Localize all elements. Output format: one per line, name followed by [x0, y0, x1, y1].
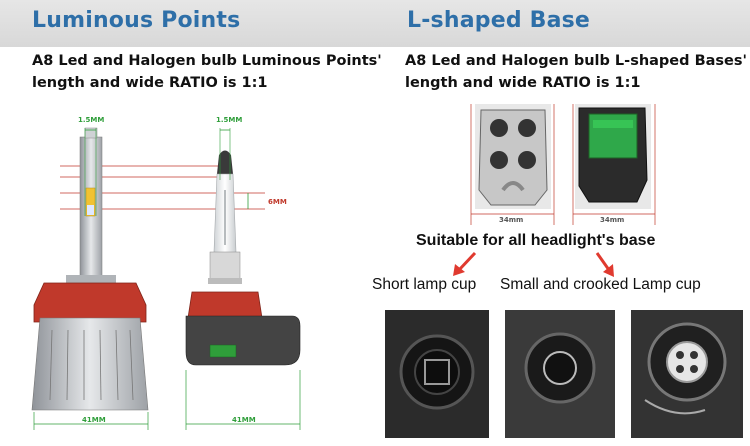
- led-ring: [33, 282, 147, 323]
- bulb-comparison-diagram: 1.5MM 1.5MM 6MM 41M: [31, 116, 301, 430]
- short-lamp-cup-label: Short lamp cup: [372, 276, 477, 293]
- halogen-base-dimension-label: 34mm: [499, 216, 523, 224]
- crooked-cup-arrow: [595, 252, 614, 277]
- small-crooked-cup-photo-1: [505, 310, 615, 438]
- halogen-bulb-illustration: [185, 150, 301, 366]
- l-shaped-base-description: A8 Led and Halogen bulb L-shaped Bases' …: [405, 50, 747, 94]
- led-base-dimension-label: 34mm: [600, 216, 624, 224]
- halogen-ring: [187, 291, 263, 319]
- l-shaped-base-title: L-shaped Base: [407, 8, 591, 33]
- led-bulb-illustration: [31, 127, 149, 411]
- luminous-points-title: Luminous Points: [32, 8, 241, 33]
- halogen-bottom-dimension: [185, 370, 301, 430]
- led-bottom-dimension-label: 41MM: [82, 416, 106, 424]
- small-crooked-cup-photo-2: [631, 310, 743, 438]
- led-bottom-dimension: [33, 412, 149, 430]
- luminous-points-panel: Luminous Points A8 Led and Halogen bulb …: [0, 0, 382, 430]
- small-crooked-cup-label: Small and crooked Lamp cup: [500, 276, 701, 293]
- luminous-desc-line1: A8 Led and Halogen bulb Luminous Points': [32, 53, 382, 69]
- led-top-dimension-label: 1.5MM: [78, 116, 104, 124]
- suitable-text: Suitable for all headlight's base: [416, 232, 656, 249]
- led-top-dimension: [84, 128, 97, 216]
- halogen-base-dimension: [470, 104, 555, 225]
- halogen-bottom-dimension-label: 41MM: [232, 416, 256, 424]
- height-dimension-label: 6MM: [268, 198, 287, 206]
- luminous-points-header: Luminous Points: [0, 0, 375, 47]
- short-cup-arrow: [453, 251, 477, 276]
- base-desc-line1: A8 Led and Halogen bulb L-shaped Bases': [405, 53, 747, 69]
- short-lamp-cup-photo: [385, 310, 489, 438]
- led-base-dimension: [572, 104, 656, 225]
- led-base-photo: [575, 104, 651, 209]
- halogen-base-photo: [475, 104, 551, 209]
- halogen-top-dimension-label: 1.5MM: [216, 116, 242, 124]
- base-comparison-diagram: 34mm 34mm: [385, 104, 743, 438]
- halogen-top-dimension: [219, 128, 231, 180]
- halogen-base: [185, 315, 301, 366]
- l-shaped-base-header: L-shaped Base: [375, 0, 750, 47]
- luminous-points-description: A8 Led and Halogen bulb Luminous Points'…: [32, 50, 382, 94]
- luminous-desc-line2: length and wide RATIO is 1:1: [32, 75, 268, 91]
- led-chip: [85, 187, 96, 217]
- l-shaped-base-panel: L-shaped Base A8 Led and Halogen bulb L-…: [372, 0, 750, 446]
- led-heatsink: [31, 317, 149, 411]
- base-desc-line2: length and wide RATIO is 1:1: [405, 75, 641, 91]
